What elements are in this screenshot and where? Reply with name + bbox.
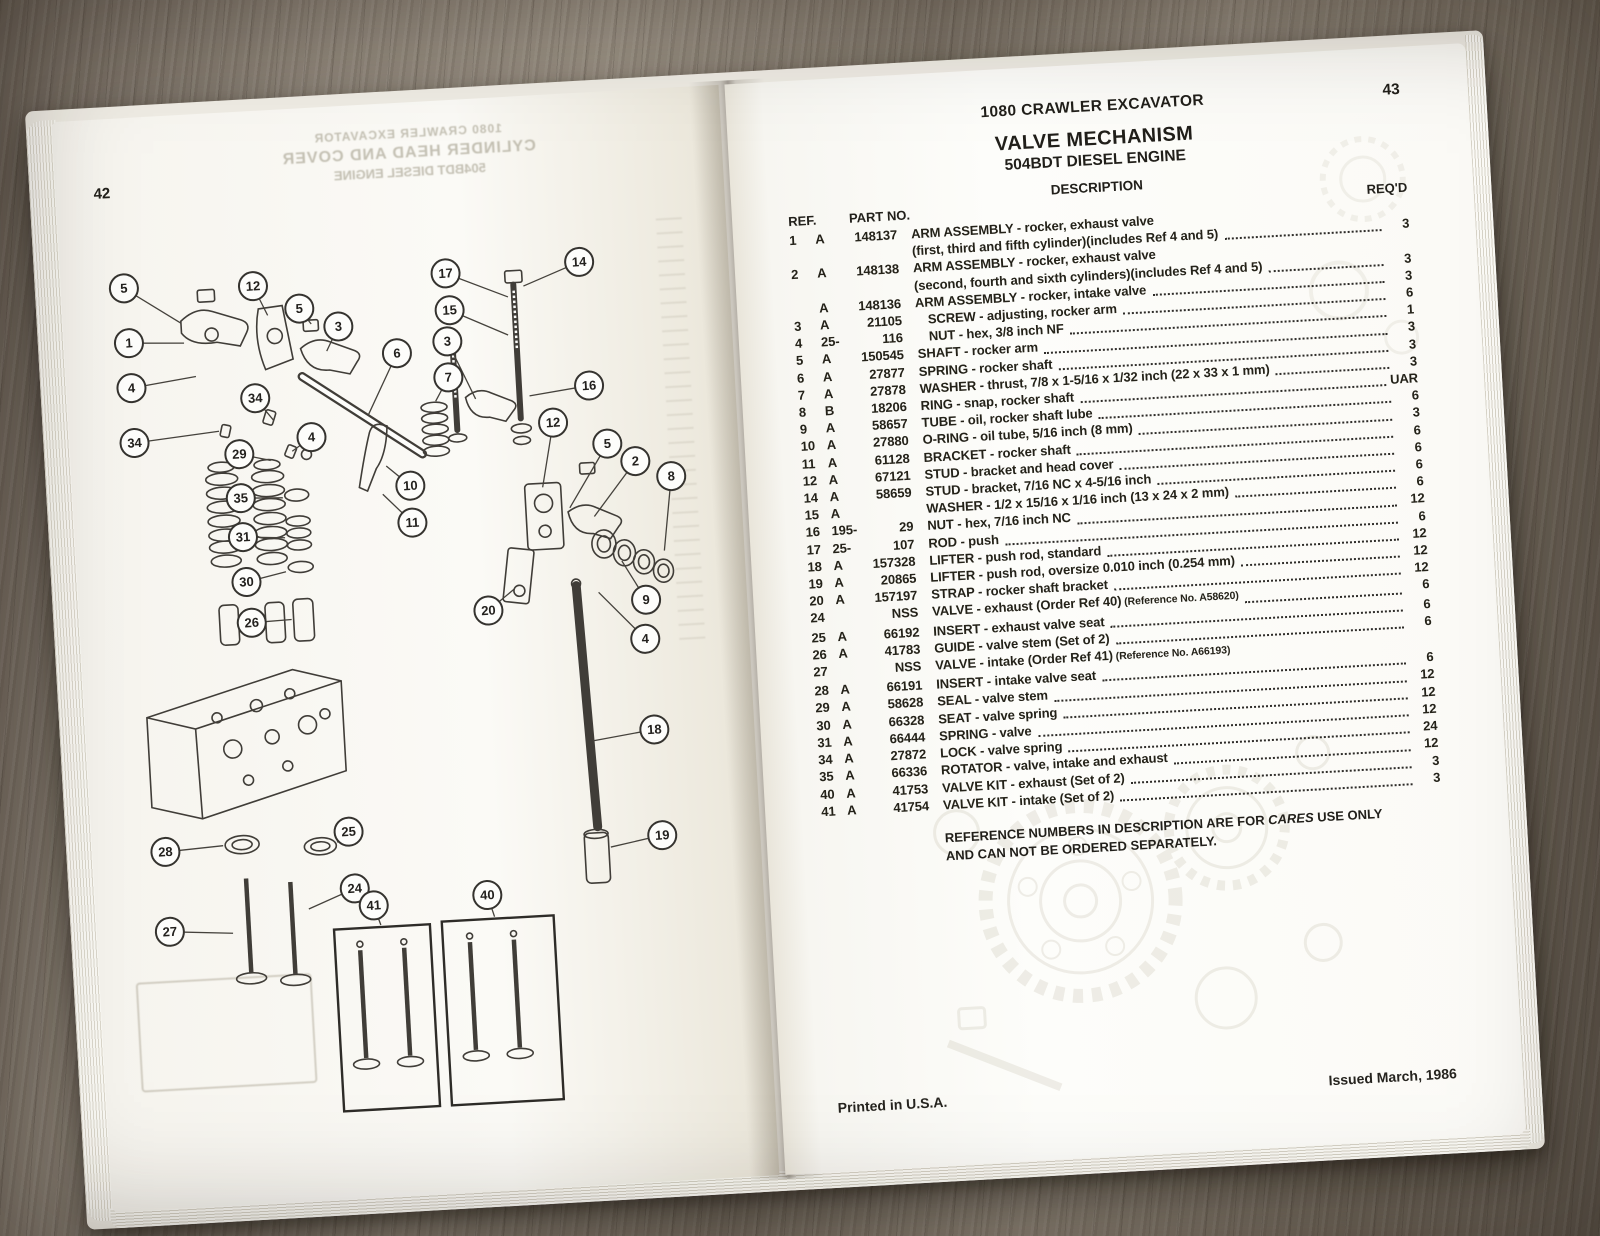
svg-text:3: 3 bbox=[334, 319, 342, 334]
callout-balloon bbox=[225, 483, 256, 514]
machine-title: 1080 CRAWLER EXCAVATOR bbox=[980, 91, 1205, 122]
svg-text:30: 30 bbox=[239, 574, 254, 590]
svg-text:4: 4 bbox=[641, 631, 650, 646]
svg-text:24: 24 bbox=[347, 880, 363, 896]
callout-balloon bbox=[339, 873, 370, 904]
callout-balloon bbox=[433, 362, 464, 393]
callout-balloon bbox=[564, 246, 595, 277]
valve-kit-box bbox=[332, 923, 442, 1113]
svg-text:5: 5 bbox=[603, 436, 611, 451]
svg-text:11: 11 bbox=[405, 515, 420, 531]
callout-balloon bbox=[150, 836, 181, 867]
callout-balloon bbox=[154, 916, 185, 947]
svg-text:12: 12 bbox=[245, 278, 260, 294]
callout-balloon bbox=[333, 816, 364, 847]
callout-balloon bbox=[639, 714, 670, 745]
callout-balloon bbox=[473, 595, 504, 626]
callout-balloon bbox=[397, 507, 428, 538]
svg-text:6: 6 bbox=[393, 345, 401, 360]
callout-balloon bbox=[631, 584, 662, 615]
callout-balloon bbox=[472, 880, 503, 911]
callout-balloon bbox=[395, 470, 426, 501]
svg-text:40: 40 bbox=[480, 887, 495, 903]
callout-balloon bbox=[656, 461, 687, 492]
svg-text:18: 18 bbox=[647, 721, 662, 737]
svg-text:4: 4 bbox=[127, 380, 136, 395]
svg-text:41: 41 bbox=[366, 897, 381, 913]
issued-date-text: Issued March, 1986 bbox=[1328, 1065, 1458, 1089]
show-through-gears bbox=[933, 735, 1343, 1092]
callout-balloon bbox=[592, 428, 623, 459]
callout-balloon bbox=[323, 311, 354, 342]
svg-text:10: 10 bbox=[403, 478, 418, 494]
exploded-diagram: 5125171514133643471634429125102358311130… bbox=[108, 246, 687, 1113]
callout-balloon bbox=[434, 295, 465, 326]
callout-balloon bbox=[358, 890, 389, 921]
callout-balloon bbox=[538, 407, 569, 438]
svg-text:15: 15 bbox=[442, 302, 457, 318]
callout-balloon bbox=[284, 293, 315, 324]
svg-text:14: 14 bbox=[571, 254, 587, 270]
open-parts-manual-book: 42 1080 CRAWLER EXCAVATOR CYLINDER HEAD … bbox=[24, 30, 1546, 1230]
svg-text:29: 29 bbox=[232, 446, 247, 462]
svg-text:7: 7 bbox=[444, 370, 452, 385]
cares-note: REFERENCE NUMBERS IN DESCRIPTION ARE FOR… bbox=[944, 804, 1397, 865]
svg-text:5: 5 bbox=[120, 280, 128, 295]
diagram-part-shapes bbox=[146, 269, 675, 1070]
callout-balloon bbox=[224, 439, 255, 470]
book-rotation-wrapper: 42 1080 CRAWLER EXCAVATOR CYLINDER HEAD … bbox=[24, 30, 1546, 1230]
callout-balloon bbox=[296, 422, 327, 453]
svg-text:1: 1 bbox=[125, 335, 133, 350]
svg-text:31: 31 bbox=[235, 529, 250, 545]
column-header-reqd: REQ'D bbox=[1366, 179, 1408, 197]
svg-text:4: 4 bbox=[307, 429, 316, 444]
svg-text:20: 20 bbox=[481, 602, 496, 618]
callout-balloon bbox=[647, 820, 678, 851]
svg-text:2: 2 bbox=[631, 453, 639, 468]
column-header-part-no: PART NO. bbox=[848, 207, 911, 226]
svg-text:25: 25 bbox=[341, 824, 356, 840]
callout-balloon bbox=[381, 338, 412, 369]
right-page-content: 1080 CRAWLER EXCAVATOR 43 VALVE MECHANIS… bbox=[782, 77, 1459, 1142]
svg-text:27: 27 bbox=[162, 924, 177, 940]
svg-text:16: 16 bbox=[581, 377, 596, 393]
svg-text:5: 5 bbox=[295, 301, 303, 316]
right-page-number: 43 bbox=[1382, 80, 1401, 99]
svg-text:12: 12 bbox=[545, 415, 560, 431]
svg-text:19: 19 bbox=[655, 827, 670, 843]
right-page-footer: Printed in U.S.A. Issued March, 1986 bbox=[837, 1065, 1457, 1116]
svg-text:8: 8 bbox=[667, 468, 675, 483]
callout-balloon bbox=[231, 566, 262, 597]
page-right: 1080 CRAWLER EXCAVATOR 43 VALVE MECHANIS… bbox=[724, 43, 1527, 1175]
callout-balloon bbox=[432, 326, 463, 357]
callout-balloon bbox=[237, 271, 268, 302]
callout-balloon bbox=[227, 522, 258, 553]
note-cares-word: CARES bbox=[1267, 809, 1315, 828]
svg-text:3: 3 bbox=[443, 334, 451, 349]
svg-text:28: 28 bbox=[158, 844, 173, 860]
callout-balloon bbox=[574, 370, 605, 401]
callout-balloon bbox=[116, 373, 147, 404]
callout-balloon bbox=[620, 446, 651, 477]
callout-balloon bbox=[240, 383, 271, 414]
callout-balloon bbox=[119, 428, 150, 459]
show-through-shapes-top bbox=[1308, 136, 1420, 355]
svg-text:35: 35 bbox=[233, 490, 248, 506]
callout-balloon bbox=[108, 273, 139, 304]
svg-text:17: 17 bbox=[438, 265, 453, 281]
column-header-ref: REF. bbox=[787, 212, 817, 230]
valve-kit-box bbox=[440, 914, 566, 1107]
callout-balloon bbox=[113, 328, 144, 359]
callout-balloon bbox=[630, 623, 661, 654]
svg-text:34: 34 bbox=[127, 435, 143, 451]
page-left: 42 1080 CRAWLER EXCAVATOR CYLINDER HEAD … bbox=[51, 84, 780, 1213]
printed-in-usa-text: Printed in U.S.A. bbox=[837, 1093, 948, 1116]
svg-text:34: 34 bbox=[248, 390, 264, 406]
callout-balloon bbox=[236, 607, 267, 638]
svg-text:26: 26 bbox=[244, 615, 259, 631]
svg-text:9: 9 bbox=[642, 592, 650, 607]
callout-balloon bbox=[430, 258, 461, 289]
